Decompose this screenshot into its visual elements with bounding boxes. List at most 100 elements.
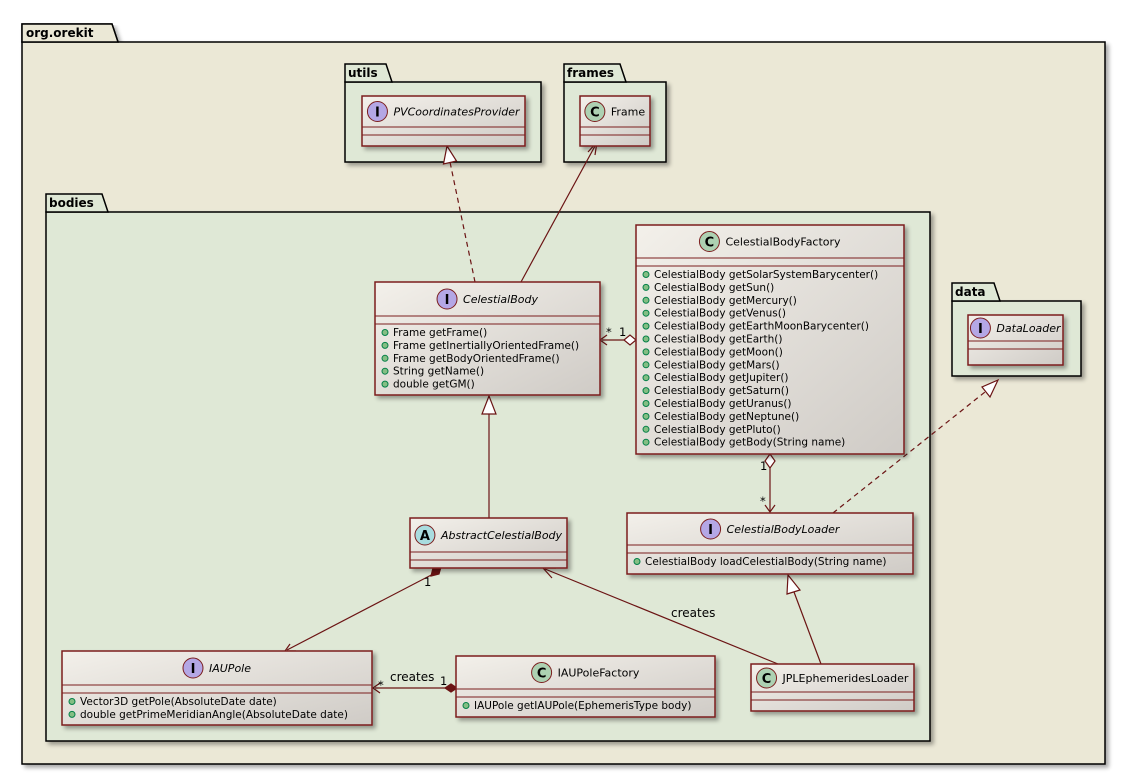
aggregation-diamond-factory-bottom [764,452,776,470]
edge-celestialbody-realizes-pvcoordinatesprovider [449,161,476,283]
public-visibility-icon [642,271,650,278]
stereotype-letter: I [978,322,983,337]
package-label-org-orekit: org.orekit [26,26,94,40]
class-member: CelestialBody getNeptune() [654,411,799,423]
interface-stereotype-icon [182,657,204,679]
class-member: CelestialBody loadCelestialBody(String n… [645,556,887,568]
class-member: CelestialBody getJupiter() [654,372,789,384]
public-visibility-icon [642,361,650,369]
class-box [626,512,914,575]
public-visibility-icon [642,412,650,420]
mult-abstract-pole-one: 1 [424,575,431,589]
stereotype-letter: C [537,667,547,682]
class-box [61,650,373,726]
class-member: CelestialBody getSolarSystemBarycenter() [654,269,878,281]
class-member: CelestialBody getSun() [654,282,774,294]
class-pvcoordinatesprovider[interactable]: I PVCoordinatesProvider [361,95,526,147]
label-creates-iau: creates [390,670,434,684]
mult-factory-body-many: * [606,325,612,339]
class-name: Frame [611,106,646,119]
class-member: CelestialBody getMars() [654,359,780,371]
public-visibility-icon [642,400,650,407]
realization-arrowhead-pvcoordinatesprovider [442,144,458,165]
class-member: CelestialBody getBody(String name) [654,437,845,449]
public-visibility-icon [642,309,650,317]
mult-factory-loader-many: * [760,494,766,508]
class-stereotype-icon [531,662,553,683]
class-member: String getName() [393,366,484,378]
class-name: IAUPoleFactory [558,667,640,680]
stereotype-letter: C [590,106,600,121]
stereotype-letter: I [375,106,380,121]
class-name: JPLEphemeridesLoader [782,672,909,685]
public-visibility-icon [642,387,650,395]
class-name: CelestialBodyFactory [725,236,841,249]
package-label-data: data [955,285,986,299]
class-box [361,95,526,147]
public-visibility-icon [642,374,650,382]
public-visibility-icon [381,380,389,388]
class-box [750,663,915,712]
public-visibility-icon [642,296,650,304]
class-member: Frame getInertiallyOrientedFrame() [393,340,579,352]
class-name: PVCoordinatesProvider [393,106,521,119]
class-member: IAUPole getIAUPole(EphemerisType body) [474,700,691,712]
class-member: CelestialBody getMoon() [654,346,783,358]
public-visibility-icon [68,710,76,718]
mult-polefactory-pole-many: * [378,678,384,692]
edge-jpl-extends-loader [793,591,822,665]
class-member: CelestialBody getVenus() [654,308,786,320]
generalization-arrowhead-celestialbody [481,394,497,415]
public-visibility-icon [633,558,641,565]
stereotype-letter: I [708,523,713,538]
interface-stereotype-icon [366,101,388,122]
public-visibility-icon [642,348,650,356]
class-member: CelestialBody getPluto() [654,424,781,436]
abstract-class-stereotype-icon [414,524,436,546]
stereotype-letter: A [420,529,430,544]
class-box [455,655,716,718]
class-name: DataLoader [996,322,1062,335]
public-visibility-icon [462,702,470,709]
public-visibility-icon [642,283,650,291]
arrowhead-loader [764,504,776,514]
class-name: IAUPole [209,662,251,675]
class-stereotype-icon [584,101,606,122]
class-member: CelestialBody getEarthMoonBarycenter() [654,321,869,333]
edge-jpl-creates-abstract [544,568,779,665]
class-stereotype-icon [756,667,778,689]
class-member: CelestialBody getMercury() [654,295,797,307]
public-visibility-icon [381,341,389,349]
generalization-arrowhead-loader [786,573,802,595]
edge-annotations: * 1 1 * 1 * 1 creates creates [378,325,767,692]
class-dataloader[interactable]: I DataLoader [967,314,1064,366]
public-visibility-icon [642,438,650,446]
class-name: CelestialBody [463,293,538,306]
class-member: double getGM() [393,379,475,391]
mult-factory-body-one: 1 [619,325,626,339]
realization-arrowhead-dataloader [981,378,1000,399]
class-member: CelestialBody getEarth() [654,334,782,346]
composition-diamond-polefactory [443,683,459,693]
mult-factory-loader-one: 1 [760,459,767,473]
mult-polefactory-pole-one: 1 [440,674,447,688]
stereotype-letter: I [191,662,196,677]
class-abstractcelestialbody[interactable]: A AbstractCelestialBody [409,517,568,569]
class-frame[interactable]: C Frame [579,95,651,147]
interface-stereotype-icon [969,317,991,339]
package-label-utils: utils [348,66,378,80]
class-name: CelestialBodyLoader [727,523,841,536]
class-member: Vector3D getPole(AbsoluteDate date) [80,696,277,708]
class-name: AbstractCelestialBody [440,529,563,542]
class-stereotype-icon [698,231,720,252]
class-member: double getPrimeMeridianAngle(AbsoluteDat… [80,709,348,721]
arrowhead-iaupole-from-factory [371,682,381,694]
